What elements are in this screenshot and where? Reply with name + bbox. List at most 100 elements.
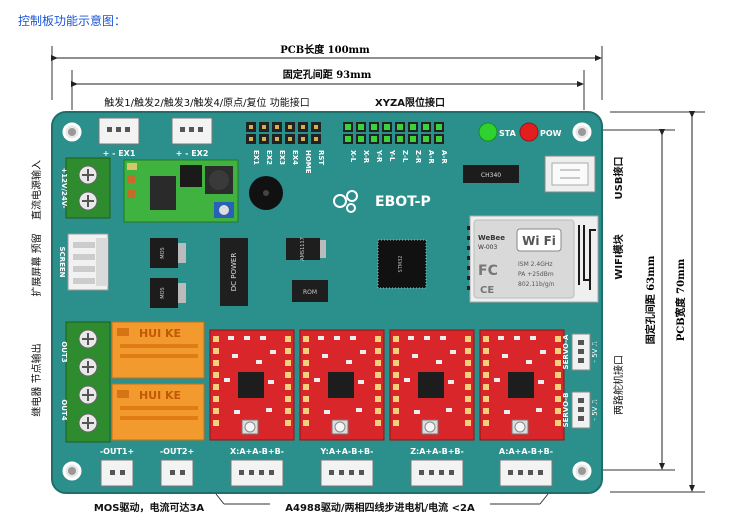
a4988-driver [479,329,565,441]
limit-pin-label: Z-R [414,150,422,164]
power-in-label: +12V/24V- [60,167,68,208]
servo-a-connector: SERVO-A - 5V ⎍ [562,333,599,371]
usb-label: USB接口 [612,157,625,200]
pcb-width-label: PCB宽度 70mm [674,258,687,341]
ex2-connector: + - EX2 [171,117,213,158]
page-title: 控制板功能示意图： [18,14,127,28]
trigger-pin-label: EX3 [278,150,286,165]
board-logo: EBOT-P [333,190,431,213]
svg-text:PA +25dBm: PA +25dBm [518,271,554,278]
rom-chip: ROM [292,280,328,302]
svg-text:OUT3: OUT3 [60,341,68,362]
dc-power-module: DC POWER [220,238,248,306]
pow-led [519,122,539,142]
a4988-drive-label: A4988驱动/两相四线步进电机/电流 <2A [285,501,475,514]
svg-text:-OUT2+: -OUT2+ [160,447,194,456]
svg-text:HUI KE: HUI KE [139,389,181,402]
svg-text:STM32: STM32 [398,256,404,273]
ch340-label: CH340 [481,172,501,179]
motor-connector-label: X:A+A-B+B- [230,447,284,456]
svg-text:OUT4: OUT4 [60,399,68,420]
a4988-driver [299,329,385,441]
ex1-label: + - EX1 [103,149,136,158]
svg-text:W-003: W-003 [478,244,497,251]
motor-connector: X:A+A-B+B- [230,447,284,487]
svg-text:- 5V ⎍: - 5V ⎍ [591,399,599,420]
motor-connector-label: Z:A+A-B+B- [410,447,464,456]
screen-connector: SCREEN [58,233,109,291]
trigger-pin-label: HOME [304,150,312,174]
limit-pin-label: Y-L [388,149,396,162]
out2-connector: -OUT2+ [160,447,194,487]
trigger-pin-label: RST [317,150,325,165]
trigger-pin-label: EX1 [252,150,260,165]
motor-connector-label: A:A+A-B+B- [499,447,553,456]
svg-text:WeBee: WeBee [478,234,505,242]
svg-text:HUI KE: HUI KE [139,327,181,340]
ex2-label: + - EX2 [176,149,209,158]
sta-led [478,122,498,142]
relay-2: HUI KE [111,383,205,441]
screen-connector-label: SCREEN [58,247,66,278]
motor-connectors: X:A+A-B+B- Y:A+A-B+B- Z:A+A-B+B- A:A+A-B+B- [230,447,553,487]
svg-text:MOS: MOS [160,287,166,298]
trigger-interface-label: 触发1/触发2/触发3/触发4/原点/复位 功能接口 [104,96,309,109]
board-title: EBOT-P [375,194,431,210]
mos-drive-label: MOS驱动，电流可达3A [94,501,205,514]
limit-pin-label: X-R [362,150,370,164]
relay-terminal: OUT3 OUT4 [60,321,111,443]
pcb-length-label: PCB长度 100mm [280,43,370,56]
wifi-logo: Wi Fi [522,234,556,248]
wifi-module: WeBee W-003 Wi Fi FC CE ISM 2.4GHz PA +2… [467,215,599,303]
screen-label: 扩展屏幕 预留 [30,233,43,296]
svg-text:MOS: MOS [160,247,166,258]
a4988-drivers [209,329,565,441]
motor-connector: A:A+A-B+B- [499,447,553,487]
limit-pin-label: Y-R [375,149,383,163]
servo-a-label: SERVO-A [562,334,570,369]
motor-connector-label: Y:A+A-B+B- [320,447,374,456]
hole-spacing-x-label: 固定孔间距 93mm [283,68,372,81]
svg-text:- 5V ⎍: - 5V ⎍ [591,341,599,362]
sta-label: STA [499,129,517,138]
mos-chip-2: MOS [150,278,186,308]
svg-text:ROM: ROM [303,289,317,296]
svg-text:ISM 2.4GHz: ISM 2.4GHz [518,261,553,268]
svg-text:AMS1117: AMS1117 [300,237,306,261]
dimension-pcb-width: PCB宽度 70mm [610,111,705,493]
pow-label: POW [540,129,562,138]
stm32-mcu: STM32 [377,239,427,289]
a4988-driver [389,329,475,441]
relay-label: 继电器 节点输出 [30,343,43,416]
limit-pin-label: A-R [427,150,435,164]
svg-text:DC POWER: DC POWER [230,253,238,292]
dimension-hole-y: 固定孔间距 63mm [600,129,675,471]
svg-text:FC: FC [478,263,498,279]
a4988-driver [209,329,295,441]
ams1117-regulator: AMS1117 [286,237,326,261]
trigger-pin-header: EX1 EX2 EX3 EX4 HOME RST [246,122,325,174]
wifi-label: WIFI模块 [612,233,625,279]
dimension-hole-x: 固定孔间距 93mm [71,68,585,110]
trigger-pin-label: EX4 [291,150,299,165]
mounting-holes [62,122,592,481]
usb-port [544,155,596,193]
motor-connector: Z:A+A-B+B- [410,447,464,487]
servo-b-label: SERVO-B [562,393,570,428]
hole-spacing-y-label: 固定孔间距 63mm [644,255,657,344]
mos-chip-1: MOS [150,238,186,268]
svg-text:CE: CE [480,285,494,296]
dc-input-label: 直流电源输入 [30,160,43,220]
trigger-pin-label: EX2 [265,150,273,165]
limit-interface-label: XYZA限位接口 [375,96,445,109]
limit-pin-label: Z-L [401,150,409,163]
servo-label: 两路舵机接口 [612,355,625,415]
limit-pin-label: X-L [349,150,357,163]
motor-connector: Y:A+A-B+B- [320,447,374,487]
limit-pin-label: A-R [440,150,448,164]
dimension-pcb-length: PCB长度 100mm [51,43,603,100]
relay-1: HUI KE [111,321,205,379]
limit-pin-header: X-L X-R Y-R Y-L Z-L Z-R A-R A-R [343,122,448,164]
buck-converter [123,159,239,223]
